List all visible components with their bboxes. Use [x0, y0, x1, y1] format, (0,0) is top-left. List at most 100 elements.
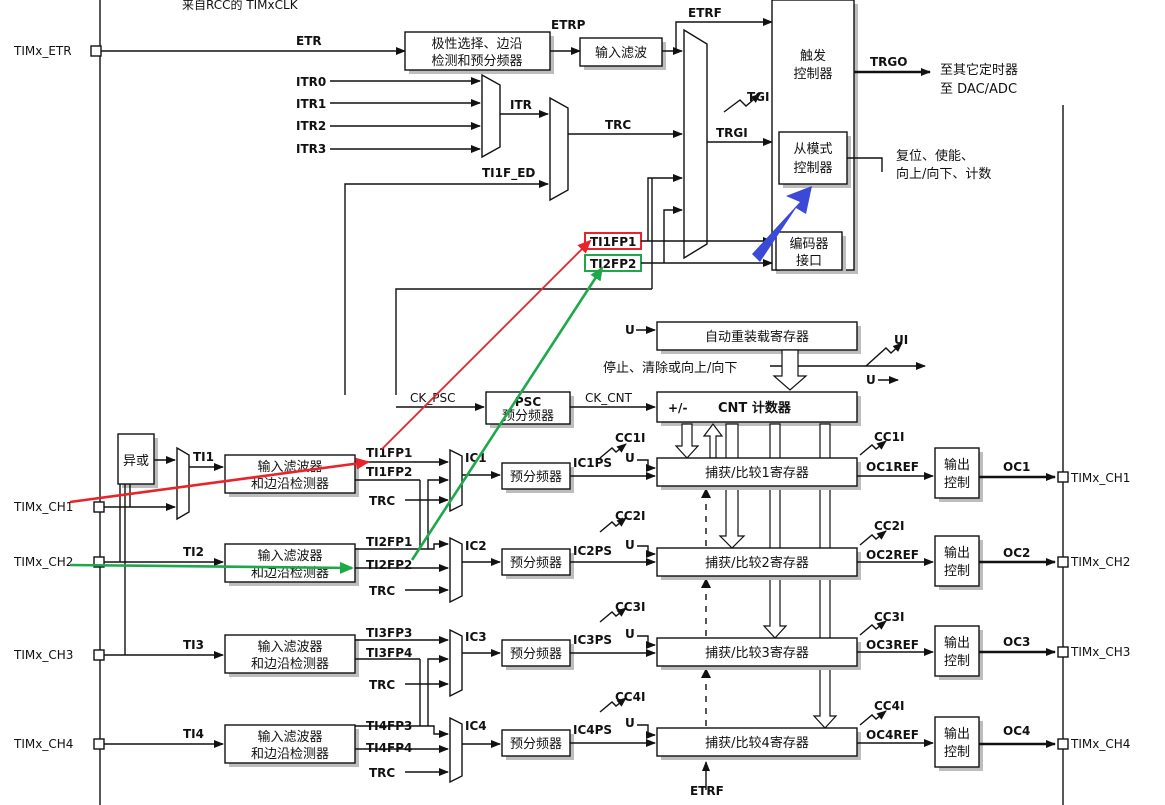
out3-line1: 输出 [944, 635, 970, 651]
green-arrow-ch2-to-filter [69, 561, 354, 574]
cc2i-right-label: CC2I [874, 519, 904, 533]
ti1fp1-highlight-label: TI1FP1 [590, 235, 636, 249]
out3-line2: 控制 [944, 654, 970, 669]
ccr2-label: 捕获/比较2寄存器 [705, 555, 809, 571]
ti1f-ed-label: TI1F_ED [482, 166, 535, 181]
psc-label-line1: PSC [515, 395, 541, 409]
filter2-line1: 输入滤波器 [257, 548, 322, 564]
slave-label-line2: 控制器 [793, 161, 832, 176]
xor-block [117, 433, 155, 485]
prescaler4-label: 预分频器 [510, 737, 562, 752]
filter2-line2: 和边沿检测器 [251, 566, 329, 581]
trgo-dest-line2: 至 DAC/ADC [940, 82, 1017, 97]
out2-line1: 输出 [944, 545, 970, 561]
tgi-flag-icon [723, 93, 761, 113]
blue-arrow-encoder-to-slave [752, 186, 812, 262]
itr1-label: ITR1 [296, 97, 326, 111]
filter1-line2: 和边沿检测器 [251, 477, 329, 492]
etrf-top-label: ETRF [688, 6, 722, 20]
ti4-label: TI4 [183, 727, 204, 741]
etrf-bottom-label: ETRF [690, 784, 724, 798]
slave-out-line2: 向上/向下、计数 [896, 166, 991, 182]
oc3ref-label: OC3REF [866, 638, 919, 652]
ic4-label: IC4 [465, 719, 487, 733]
ti1f-ed-wire [344, 180, 549, 395]
ti2fp2-highlight-label: TI2FP2 [590, 257, 636, 271]
input-filter-ch3 [224, 634, 359, 677]
ti1fp2-label: TI1FP2 [366, 465, 412, 479]
ti2fp1-label: TI2FP1 [366, 535, 412, 549]
ic1ps-label: IC1PS [573, 456, 612, 470]
input-pins [93, 501, 105, 750]
ic3ps-label: IC3PS [573, 633, 612, 647]
trc2-label: TRC [369, 584, 395, 598]
psc-prescaler-block [485, 391, 571, 425]
oc4-label: OC4 [1003, 724, 1030, 738]
ccr2-block [656, 547, 861, 580]
ch3-in-label: TIMx_CH3 [13, 648, 73, 662]
etr-block-line2: 检测和预分频器 [431, 54, 522, 69]
xor-label: 异或 [123, 454, 149, 469]
oc2ref-label: OC2REF [866, 548, 919, 562]
etrf-top-wire [675, 18, 773, 51]
trc4-label: TRC [369, 766, 395, 780]
trigger-select-mux [683, 28, 708, 260]
tgi-label: TGI [747, 90, 770, 104]
ic2-label: IC2 [465, 539, 487, 553]
u2-label: U [625, 538, 635, 552]
filter3-line2: 和边沿检测器 [251, 657, 329, 672]
trc1-label: TRC [369, 494, 395, 508]
ch4-out-label: TIMx_CH4 [1070, 737, 1130, 751]
ui-label: UI [894, 333, 908, 347]
input-filter-block [579, 37, 663, 67]
cc4i-left-label: CC4I [615, 690, 645, 704]
ch1-in-label: TIMx_CH1 [13, 500, 73, 514]
ccr4-label: 捕获/比较4寄存器 [705, 735, 809, 751]
trgo-label: TRGO [870, 55, 907, 69]
u3-label: U [625, 627, 635, 641]
ti4fp3-label: TI4FP3 [366, 719, 412, 733]
ic3-select-mux [449, 628, 463, 698]
cnt-counter-block [656, 391, 858, 423]
oc3-label: OC3 [1003, 635, 1030, 649]
ccr1-label: 捕获/比较1寄存器 [705, 465, 809, 481]
etr-block-line1: 极性选择、边沿 [431, 37, 522, 52]
trigger-label-line2: 控制器 [793, 67, 832, 82]
out2-line2: 控制 [944, 564, 970, 579]
green-arrow-ti2fp2 [410, 266, 604, 561]
ck-cnt-label: CK_CNT [585, 391, 633, 405]
ti1-label: TI1 [193, 450, 214, 464]
ic2ps-label: IC2PS [573, 544, 612, 558]
oc4ref-label: OC4REF [866, 728, 919, 742]
ti1fp1-label: TI1FP1 [366, 446, 412, 460]
itr-mux [481, 73, 501, 159]
cnt-sign-label: +/- [668, 401, 687, 415]
top-note: 来自RCC的 TIMxCLK [182, 0, 299, 12]
filter4-line2: 和边沿检测器 [251, 747, 329, 762]
prescaler-ch4 [501, 729, 574, 760]
cnt-control-label: 停止、清除或向上/向下 [603, 360, 737, 376]
cc3i-right-label: CC3I [874, 610, 904, 624]
ui-flag-icon [865, 342, 903, 367]
filter4-line1: 输入滤波器 [257, 729, 322, 745]
ck-psc-loop-wire [395, 288, 652, 395]
output-control-ch1 [934, 447, 983, 502]
ic1-select-mux [449, 448, 463, 513]
slave-mode-controller-block [778, 131, 848, 185]
out4-line2: 控制 [944, 745, 970, 760]
filter3-line1: 输入滤波器 [257, 639, 322, 655]
trgi-source-mux [549, 96, 569, 202]
cc1i-left-label: CC1I [615, 431, 645, 445]
out4-line1: 输出 [944, 726, 970, 742]
trgi-label: TRGI [716, 126, 748, 140]
etr-label: ETR [296, 34, 322, 48]
ccr4-block [656, 727, 861, 760]
prescaler1-label: 预分频器 [510, 470, 562, 485]
out1-line2: 控制 [944, 476, 970, 491]
ti3fp4-label: TI3FP4 [366, 646, 412, 660]
trc3-label: TRC [369, 678, 395, 692]
ic4-select-mux [449, 716, 463, 784]
ti2-label: TI2 [183, 545, 204, 559]
etr-pin-square [90, 45, 102, 57]
